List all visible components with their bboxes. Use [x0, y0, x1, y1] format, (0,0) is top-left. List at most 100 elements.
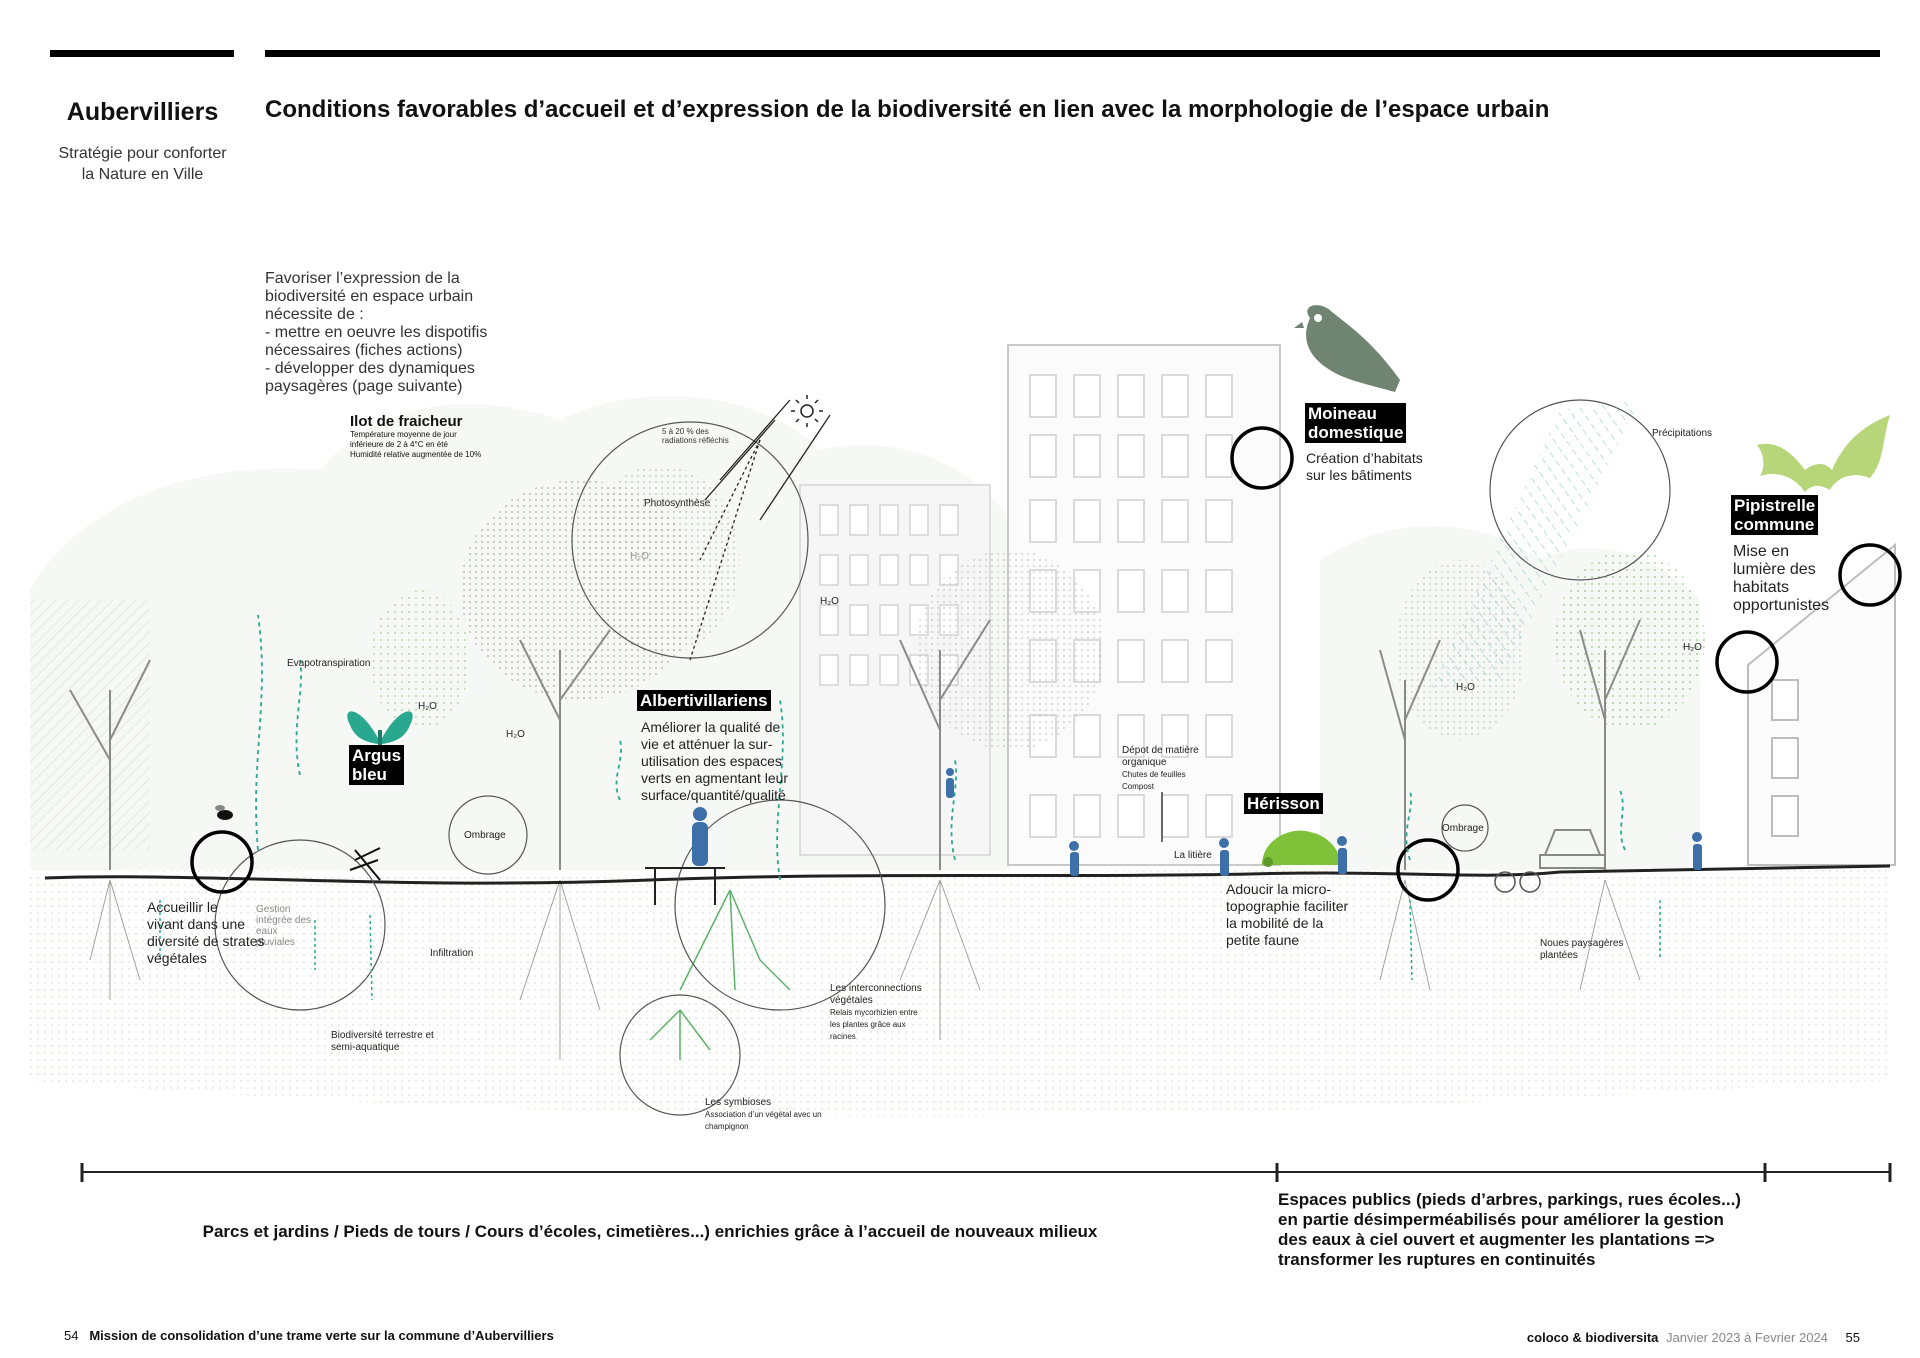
bench — [645, 867, 725, 905]
footer-left: 54 Mission de consolidation d’une trame … — [64, 1328, 554, 1343]
h2o-label: H₂O — [506, 729, 525, 740]
pipistrelle-tag: Pipistrelle commune — [1731, 495, 1819, 535]
city-subtitle: Stratégie pour conforter la Nature en Vi… — [40, 143, 245, 185]
person-figures — [692, 768, 1702, 876]
sun-icon — [791, 395, 823, 427]
depot-line: Chutes de feuilles — [1122, 770, 1186, 779]
caption-line: Espaces publics (pieds d’arbres, parking… — [1278, 1190, 1741, 1209]
h2o-label: H₂O — [1683, 642, 1702, 653]
highlight-circles — [190, 426, 1902, 902]
desc-line: petite faune — [1226, 932, 1300, 948]
intro-line: Favoriser l’expression de la — [265, 270, 460, 287]
herisson-tag: Hérisson — [1244, 793, 1323, 814]
car-outline — [1539, 829, 1606, 869]
ombrage-label: Ombrage — [1442, 823, 1484, 834]
desc-line: la mobilité de la — [1226, 915, 1324, 931]
header-rule-left — [50, 50, 234, 57]
desc-line: vivant dans une — [147, 916, 246, 932]
depot-label: Dépot de matière organique Chutes de feu… — [1122, 745, 1199, 793]
interco-line: racines — [830, 1032, 856, 1041]
ilot-line: inférieure de 2 à 4°C en été — [350, 440, 448, 449]
desc-line: utilisation des espaces — [641, 753, 782, 769]
noues-line: plantées — [1540, 950, 1578, 961]
desc-line: Accueillir le — [147, 899, 218, 915]
evapotranspiration-arrows — [255, 614, 1626, 881]
depot-line: Dépot de matière — [1122, 745, 1199, 756]
gestion-line: Gestion — [256, 904, 291, 915]
h2o-label: H₂O — [630, 551, 649, 562]
biodiv-line: Biodiversité terrestre et — [331, 1030, 434, 1041]
desc-line: lumière des — [1733, 561, 1816, 578]
desc-line: diversité de strates — [147, 933, 265, 949]
moineau-desc: Création d’habitats sur les bâtiments — [1306, 450, 1423, 484]
intro-line: - mettre en oeuvre les dispotifis — [265, 324, 488, 341]
radiation-label: 5 à 20 % des radiations réfléchis — [662, 427, 729, 445]
desc-line: Adoucir la micro- — [1226, 881, 1332, 897]
symb-line: Association d’un végétal avec un — [705, 1110, 822, 1119]
symbioses-label: Les symbioses Association d’un végétal a… — [705, 1097, 822, 1133]
ombrage-label: Ombrage — [464, 830, 506, 841]
brand-name: coloco & biodiversita — [1526, 1330, 1659, 1345]
underground-soil — [30, 868, 1890, 1117]
argus-bleu-tag: Argus bleu — [349, 745, 405, 785]
caption-line: en partie désimperméabilisés pour amélio… — [1278, 1210, 1724, 1229]
moineau-line: domestique — [1308, 423, 1404, 442]
radiation-arrows — [689, 399, 831, 661]
depot-line: organique — [1122, 757, 1167, 768]
intro-line: nécessaires (fiches actions) — [265, 342, 463, 359]
noues-label: Noues paysagères plantées — [1540, 938, 1623, 962]
rain — [1430, 400, 1640, 690]
bat-icon — [1757, 415, 1890, 492]
caption-line: des eaux à ciel ouvert et augmenter les … — [1278, 1230, 1715, 1249]
infiltration-label: Infiltration — [430, 948, 474, 959]
noues-line: Noues paysagères — [1540, 938, 1624, 949]
albertivillariens-tag: Albertivillariens — [637, 690, 771, 711]
desc-line: opportunistes — [1733, 597, 1830, 614]
tall-building — [1007, 344, 1281, 866]
sparrow-icon — [1294, 305, 1400, 392]
bottom-caption-right: Espaces publics (pieds d’arbres, parking… — [1278, 1190, 1798, 1270]
gestion-eaux-label: Gestion intégrée des eaux pluviales — [256, 904, 311, 948]
argus-line: bleu — [352, 765, 387, 784]
accueil-desc: Accueillir le vivant dans une diversité … — [147, 899, 265, 967]
argus-line: Argus — [352, 746, 402, 765]
tree-trunks — [69, 619, 1641, 870]
header-rule-right — [265, 50, 1880, 57]
intro-line: biodiversité en espace urbain — [265, 288, 474, 305]
ilot-title: Ilot de fraicheur — [350, 413, 463, 430]
hedgehog-icon — [1262, 830, 1342, 867]
ilot-line: Humidité relative augmentée de 10% — [350, 450, 482, 459]
biodiv-line: semi-aquatique — [331, 1042, 400, 1053]
depot-line: Compost — [1122, 782, 1155, 791]
gestion-line: intégrée des — [256, 915, 312, 926]
infiltration-arrows — [159, 899, 1661, 1001]
symb-line: Les symbioses — [705, 1097, 772, 1108]
dragonfly-icon — [349, 847, 381, 881]
interco-line: les plantes grâce aux — [830, 1020, 906, 1029]
interco-line: Relais mycorhizien entre — [830, 1008, 918, 1017]
h2o-label: H₂O — [418, 701, 437, 712]
herisson-desc: Adoucir la micro- topographie faciliter … — [1226, 881, 1348, 949]
desc-line: Améliorer la qualité de — [641, 719, 781, 735]
evapotranspiration-label: Evapotranspiration — [287, 658, 371, 669]
albertivillariens-desc: Améliorer la qualité de vie et atténuer … — [641, 719, 788, 804]
footer-right: coloco & biodiversita Janvier 2023 à Fev… — [1527, 1330, 1860, 1345]
bottom-caption-left: Parcs et jardins / Pieds de tours / Cour… — [202, 1222, 1098, 1241]
litiere-label: La litière — [1174, 850, 1212, 861]
interconnections-label: Les interconnections végétales Relais my… — [830, 983, 922, 1043]
mission-title: Mission de consolidation d’une trame ver… — [89, 1328, 554, 1343]
interco-line: végétales — [830, 995, 873, 1006]
symb-line: champignon — [705, 1122, 749, 1131]
desc-line: vie et atténuer la sur- — [641, 736, 773, 752]
radiation-line: radiations réfléchis — [662, 436, 729, 445]
mid-building — [799, 484, 991, 856]
ilot-fraicheur-block: Ilot de fraicheur Température moyenne de… — [350, 413, 481, 460]
desc-line: surface/quantité/qualité — [641, 787, 786, 803]
h2o-label: H₂O — [820, 596, 839, 607]
intro-line: - développer des dynamiques — [265, 360, 475, 377]
precipitations-label: Précipitations — [1652, 428, 1713, 439]
pipistrelle-line: commune — [1734, 515, 1815, 534]
desc-line: Mise en — [1733, 543, 1790, 560]
radiation-line: 5 à 20 % des — [662, 427, 709, 436]
